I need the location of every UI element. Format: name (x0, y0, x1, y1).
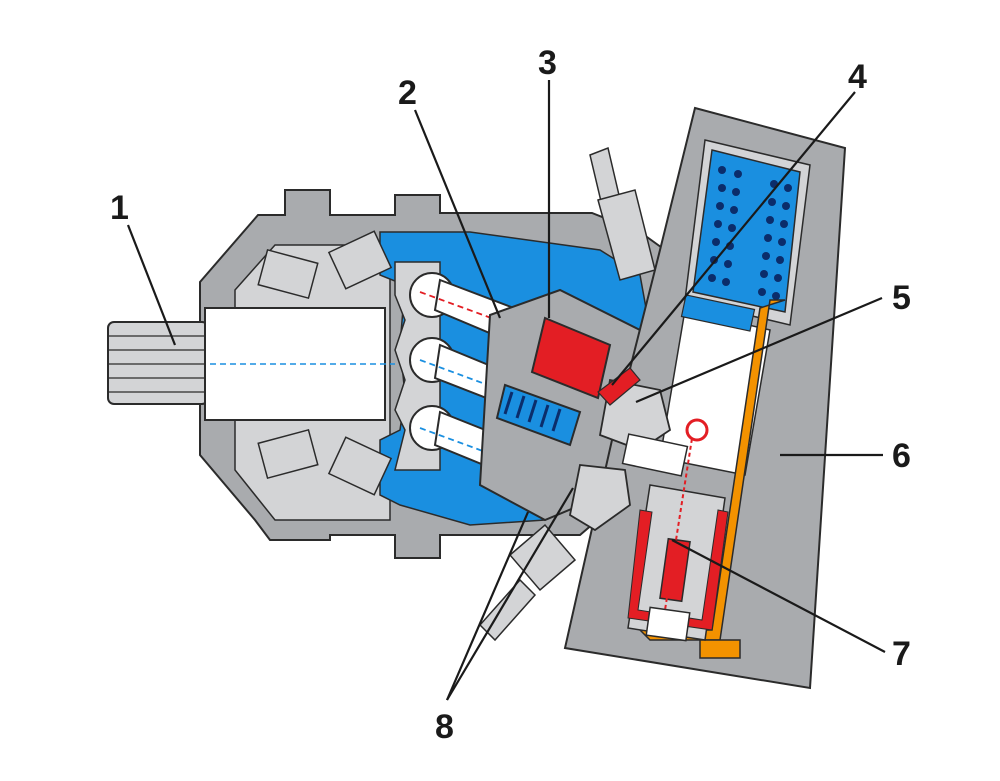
drive-shaft (107, 307, 395, 421)
callout-5: 5 (892, 279, 911, 317)
lower-lens-part (568, 464, 631, 532)
callout-3: 3 (538, 44, 557, 82)
control-valve (627, 418, 729, 642)
control-lens (568, 367, 689, 532)
callout-7: 7 (892, 635, 911, 673)
callout-4: 4 (848, 58, 867, 96)
orange-return-line (699, 639, 741, 659)
bottom-stop-screw (478, 523, 577, 642)
valve-pressure-port (685, 418, 709, 442)
adjustment-screw (589, 146, 656, 281)
leader-5 (635, 296, 883, 404)
leader-4 (611, 91, 856, 386)
high-pressure-chamber (530, 316, 612, 400)
control-spring-blue (692, 149, 801, 313)
callout-numbers: 1 2 3 4 5 6 7 8 (110, 44, 911, 746)
tapered-roller-bearings (257, 230, 393, 496)
center-spring (495, 383, 582, 447)
callout-2: 2 (398, 74, 417, 112)
callout-6: 6 (892, 437, 911, 475)
leader-8b (446, 487, 574, 701)
callout-1: 1 (110, 189, 129, 227)
leader-1 (126, 224, 177, 346)
callout-8: 8 (435, 708, 454, 746)
spring-coils (708, 166, 792, 300)
leader-8a (445, 511, 530, 701)
valve-spool (659, 537, 691, 603)
leader-7 (671, 539, 886, 653)
leader-2 (413, 109, 502, 319)
leader-lines (126, 80, 886, 701)
